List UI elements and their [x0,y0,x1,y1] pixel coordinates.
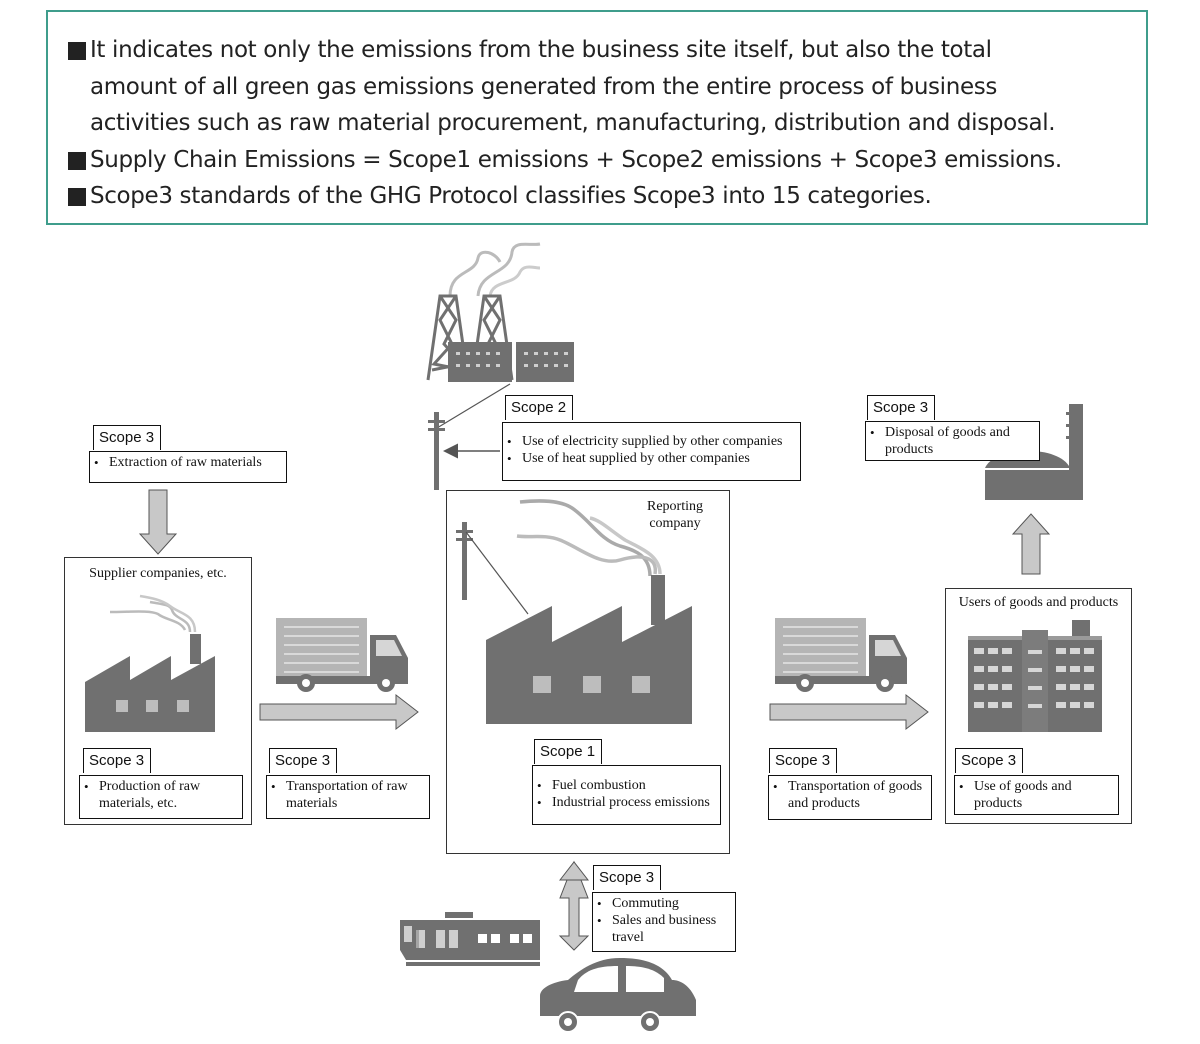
scope-item: Fuel combustion [537,777,714,794]
square-bullet-icon [68,42,86,60]
utility-pole-icon [456,522,473,600]
scope-item: Use of heat supplied by other companies [507,450,794,467]
scope-box-commuting: Commuting Sales and business travel [592,892,736,952]
supplier-frame [64,557,252,825]
scope-box-scope1: Fuel combustion Industrial process emiss… [532,765,721,825]
reporting-company-frame [446,490,730,854]
scope-box-production: Production of raw materials, etc. [79,775,243,819]
supplier-factory-icon [85,594,215,732]
reporting-factory-icon [486,499,692,724]
intro-line: Supply Chain Emissions = Scope1 emission… [68,142,1134,179]
scope-item: Production of raw materials, etc. [84,778,236,812]
scope-item: Extraction of raw materials [94,454,280,471]
power-line [436,383,511,429]
apartment-building-icon [968,620,1102,732]
car-icon [540,958,696,1033]
scope-tag: Scope 3 [867,395,936,420]
intro-line: activities such as raw material procurem… [90,110,1056,136]
intro-line: It indicates not only the emissions from… [68,32,1134,69]
users-frame [945,588,1132,824]
scope-item: Transportation of raw materials [271,778,423,812]
scope-tag: Scope 1 [534,739,603,764]
right-arrow [259,693,419,731]
utility-pole-icon [428,412,445,490]
right-arrow [769,693,929,731]
scope-tag: Scope 3 [769,748,838,773]
scope-item: Sales and business travel [597,912,729,946]
power-line [465,531,529,615]
square-bullet-icon [68,188,86,206]
intro-line: Scope3 standards of the GHG Protocol cla… [68,178,1134,215]
scope-box-transport-goods: Transportation of goods and products [768,775,932,820]
supplier-label: Supplier companies, etc. [89,566,227,581]
scope-item: Use of goods and products [959,778,1112,812]
scope-tag: Scope 3 [93,425,162,450]
scope-tag: Scope 2 [505,395,574,420]
up-arrow [1011,513,1051,575]
scope-item: Disposal of goods and products [870,424,1033,458]
down-arrow [138,489,178,555]
scope-box-disposal: Disposal of goods and products [865,421,1040,461]
scope-tag: Scope 3 [593,865,662,890]
incinerator-icon [985,404,1083,500]
scope-box-extraction: Extraction of raw materials [89,451,287,483]
scope-item: Commuting [597,895,729,912]
scope-tag: Scope 3 [955,748,1024,773]
users-label: Users of goods and products [958,595,1119,610]
square-bullet-icon [68,151,86,170]
scope-item: Industrial process emissions [537,794,714,811]
train-icon [400,912,540,966]
reporting-company-label: Reporting company [647,499,703,531]
scope-item: Transportation of goods and products [773,778,925,812]
truck-icon [775,618,907,692]
scope-tag: Scope 3 [83,748,152,773]
power-plant-icon [426,242,574,382]
intro-line: amount of all green gas emissions genera… [90,73,998,100]
intro-box: It indicates not only the emissions from… [46,10,1148,225]
scope-box-use-goods: Use of goods and products [954,775,1119,815]
scope-tag: Scope 3 [269,748,338,773]
double-arrow [558,860,590,951]
scope-box-transport-raw: Transportation of raw materials [266,775,430,819]
scope-item: Use of electricity supplied by other com… [507,433,794,450]
scope-box-scope2: Use of electricity supplied by other com… [502,422,801,481]
truck-icon [276,618,408,692]
